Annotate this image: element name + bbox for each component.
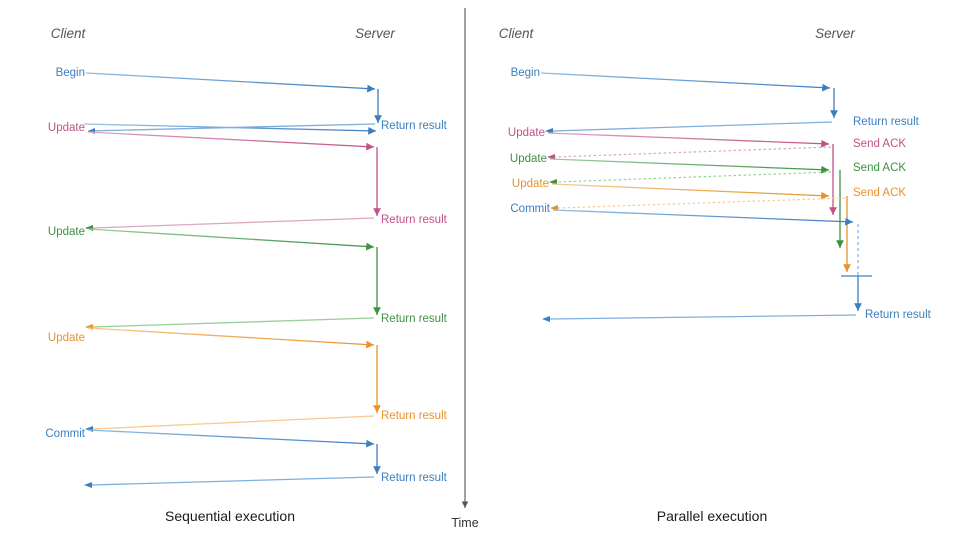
left-message-commit: Commit xyxy=(45,428,381,474)
right-label-return-1: Return result xyxy=(853,116,920,128)
left-label-update-3: Update xyxy=(48,332,85,344)
right-message-update-3: Update xyxy=(512,178,851,272)
right-label-ack-2: Send ACK xyxy=(853,162,906,174)
right-message-update-1: Update xyxy=(508,127,837,215)
right-label-ack-1: Send ACK xyxy=(853,138,906,150)
right-panel-caption: Parallel execution xyxy=(657,508,768,524)
time-axis-label: Time xyxy=(451,516,478,530)
left-label-commit: Commit xyxy=(45,428,85,440)
left-message-return-2: Return result xyxy=(85,214,448,231)
right-message-commit: Commit xyxy=(510,203,872,311)
left-message-update-2: Update xyxy=(48,226,381,315)
right-ack-1: Send ACK xyxy=(547,138,906,160)
left-message-update-1: Update xyxy=(48,122,381,216)
right-client-lane-header: Client xyxy=(499,26,535,41)
left-label-return-2: Return result xyxy=(381,214,448,226)
right-label-begin: Begin xyxy=(511,67,540,79)
panel-parallel: Client Server Begin Return result Update xyxy=(499,26,932,524)
left-message-return-1: Return result xyxy=(83,120,448,135)
right-label-return-5: Return result xyxy=(865,309,932,321)
right-server-lane-header: Server xyxy=(815,26,855,41)
right-label-update-2: Update xyxy=(510,153,547,165)
left-label-return-3: Return result xyxy=(381,313,448,325)
left-label-return-1: Return result xyxy=(381,120,448,132)
right-ack-3: Send ACK xyxy=(550,187,906,211)
left-message-begin: Begin xyxy=(56,67,382,123)
panel-sequential: Client Server Begin Return result Update xyxy=(45,26,447,524)
right-label-commit: Commit xyxy=(510,203,550,215)
left-message-return-5: Return result xyxy=(84,472,448,488)
left-message-return-4: Return result xyxy=(85,410,448,432)
left-label-begin: Begin xyxy=(56,67,85,79)
right-message-return-5: Return result xyxy=(542,309,932,322)
left-label-update-1: Update xyxy=(48,122,85,134)
right-message-return-1: Return result xyxy=(545,116,920,134)
left-label-update-2: Update xyxy=(48,226,85,238)
left-message-update-3: Update xyxy=(48,327,381,413)
right-label-update-3: Update xyxy=(512,178,549,190)
left-server-lane-header: Server xyxy=(355,26,395,41)
left-client-lane-header: Client xyxy=(51,26,87,41)
left-label-return-4: Return result xyxy=(381,410,448,422)
left-label-return-5: Return result xyxy=(381,472,448,484)
right-message-update-2: Update xyxy=(510,153,844,248)
left-panel-caption: Sequential execution xyxy=(165,508,295,524)
right-label-update-1: Update xyxy=(508,127,545,139)
left-message-return-3: Return result xyxy=(85,313,448,330)
time-axis: Time xyxy=(451,8,479,530)
right-label-ack-3: Send ACK xyxy=(853,187,906,199)
right-message-begin: Begin xyxy=(511,67,838,118)
